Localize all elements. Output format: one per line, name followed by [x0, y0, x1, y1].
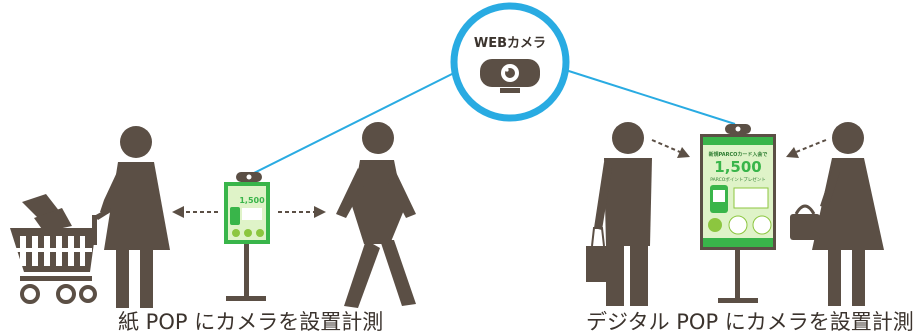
traffic-arrow-left [172, 206, 218, 218]
shopping-cart-icon [10, 194, 114, 304]
digital-pop-display: 新規PARCOカード入会で 1,500 PARCOポイントプレゼント [700, 124, 776, 303]
woman-with-handbag-figure [790, 122, 884, 306]
digital-pop-amount: 1,500 [714, 158, 761, 176]
paper-pop-amount: 1,500 [239, 196, 265, 205]
link-line-left [249, 65, 469, 176]
paper-pop-caption: 紙 POP にカメラを設置計測 [118, 310, 384, 334]
digital-pop-caption: デジタル POP にカメラを設置計測 [586, 310, 914, 334]
digital-pop-header: 新規PARCOカード入会で [709, 151, 768, 158]
webcam-icon [480, 59, 540, 93]
traffic-arrow-right [278, 206, 326, 218]
handbag-icon [790, 204, 820, 240]
link-line-right [552, 65, 736, 125]
web-camera-badge: WEBカメラ [450, 2, 570, 122]
digital-pop-subline: PARCOポイントプレゼント [710, 176, 766, 183]
web-camera-label: WEBカメラ [474, 36, 546, 51]
digital-pop-camera-icon [725, 124, 751, 134]
paper-pop-stand: 1,500 [224, 172, 270, 301]
paper-pop-camera-icon [236, 172, 262, 182]
walking-man-figure [336, 122, 416, 308]
attention-arrow-right [786, 139, 827, 158]
attention-arrow-left [651, 139, 690, 158]
shopping-bag-icon [586, 227, 610, 282]
shopper-woman-figure [100, 126, 170, 308]
man-with-bag-figure [586, 122, 652, 306]
